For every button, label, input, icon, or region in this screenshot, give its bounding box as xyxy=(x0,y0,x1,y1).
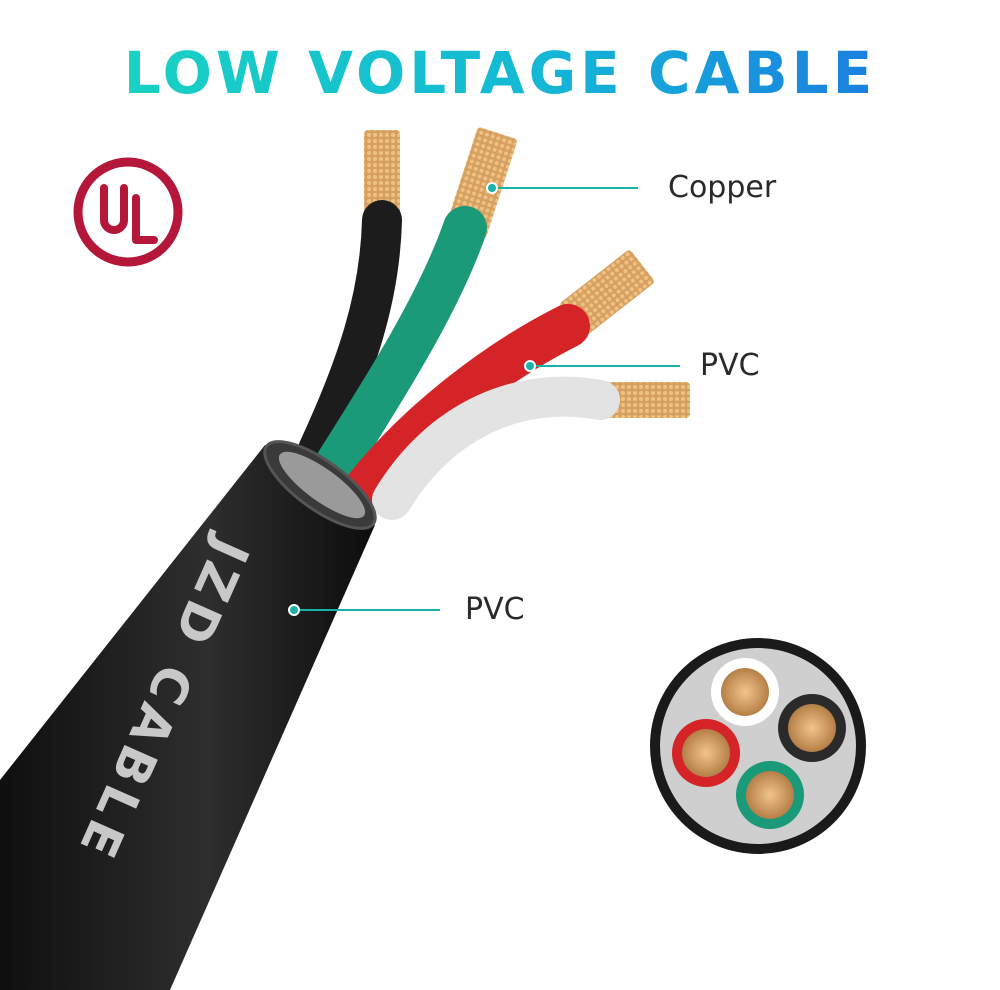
callout-lines xyxy=(288,182,680,616)
callout-outer-pvc-label: PVC xyxy=(465,592,525,627)
insulated-wires xyxy=(298,200,620,520)
cable-jacket xyxy=(0,440,377,990)
title-text: LOW VOLTAGE CABLE xyxy=(123,39,877,107)
callout-inner-pvc-label: PVC xyxy=(700,348,760,383)
cross-section-diagram xyxy=(650,638,866,854)
callout-copper-label: Copper xyxy=(668,170,777,205)
page-title: LOW VOLTAGE CABLE xyxy=(0,38,1000,108)
ul-logo-icon xyxy=(73,157,183,267)
